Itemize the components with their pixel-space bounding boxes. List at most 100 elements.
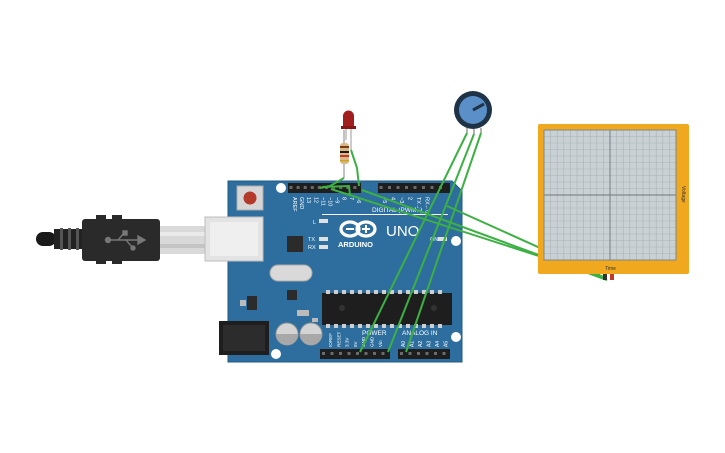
header-pin-hole[interactable] [408, 352, 412, 355]
power-pin-label: 3.3V [345, 337, 350, 347]
top-pin-label: 4 [390, 197, 396, 200]
header-pin-hole[interactable] [322, 352, 325, 355]
led-on-label: ON [430, 237, 438, 243]
header-pin-hole[interactable] [289, 186, 293, 189]
header-pin-hole[interactable] [353, 186, 357, 189]
top-pin-label: 8 [341, 197, 347, 200]
wire-pot-a0[interactable] [405, 132, 482, 353]
oscilloscope[interactable]: Voltage Time [538, 124, 689, 280]
capacitor [299, 322, 323, 346]
wire-pot-5v[interactable] [359, 132, 468, 353]
header-pin-hole[interactable] [373, 352, 376, 355]
header-pin-hole[interactable] [303, 186, 307, 189]
header-pin-hole[interactable] [381, 352, 385, 355]
header-pin-hole[interactable] [296, 186, 300, 189]
header-pin-hole[interactable] [356, 352, 359, 355]
led-dome [343, 110, 354, 128]
voltage-regulator [247, 296, 257, 310]
analog-pin-label: A5 [444, 341, 450, 347]
usb-cable-end [36, 232, 56, 246]
led-rx-label: RX [308, 245, 316, 251]
header-pin-hole[interactable] [317, 186, 321, 189]
led-l-label: L [313, 220, 316, 226]
led-on [438, 237, 447, 241]
uno-model: UNO [386, 223, 419, 240]
header-pin-hole[interactable] [388, 186, 391, 189]
mount-hole [451, 332, 461, 342]
top-pin-label: AREF [291, 197, 297, 212]
mount-hole [276, 183, 286, 193]
scope-y-label: Voltage [680, 186, 686, 203]
top-pin-label: 13 [305, 197, 311, 203]
header-pin-hole[interactable] [425, 352, 429, 355]
top-pin-label: 7 [348, 197, 354, 200]
red-led[interactable] [341, 110, 356, 150]
top-pin-label: 2 [407, 197, 413, 200]
header-pin-hole[interactable] [434, 352, 437, 355]
usb-chip [287, 236, 303, 252]
power-pin-label: GND [361, 336, 366, 347]
usb-cable[interactable] [36, 215, 206, 264]
power-pin-label: GND [370, 336, 375, 347]
header-pin-hole[interactable] [396, 186, 400, 189]
scope-probe-pos[interactable] [610, 274, 614, 280]
usb-symbol-icon [104, 230, 147, 251]
capacitor [275, 322, 299, 346]
led-resistor[interactable] [340, 130, 349, 178]
header-pin-hole[interactable] [364, 352, 368, 355]
potentiometer[interactable] [454, 91, 492, 134]
header-pin-hole[interactable] [379, 186, 383, 189]
top-pin-label: ~6 [355, 197, 361, 203]
top-pin-label: TX→1 [415, 197, 421, 213]
mount-hole [451, 236, 461, 246]
header-pin-hole[interactable] [442, 352, 446, 355]
top-pin-label: 12 [312, 197, 318, 203]
crystal-oscillator [269, 264, 313, 282]
header-pin-hole[interactable] [417, 352, 420, 355]
mount-hole [271, 349, 281, 359]
usb-metal-plug [160, 226, 206, 254]
analog-pin-label: A3 [427, 341, 433, 347]
analog-pin-label: A1 [410, 341, 416, 347]
reset-button-cap[interactable] [243, 191, 257, 205]
header-pin-hole[interactable] [405, 186, 408, 189]
analog-header[interactable] [398, 349, 450, 359]
top-pin-label: ~11 [319, 197, 325, 206]
top-pin-label: ~10 [327, 197, 333, 206]
header-pin-hole[interactable] [339, 352, 342, 355]
top-pin-label: GND [298, 197, 304, 209]
pot-indicator [472, 102, 485, 112]
arduino-brand: ARDUINO [338, 240, 373, 249]
wire-pot-gnd[interactable] [387, 133, 475, 353]
header-pin-hole[interactable] [346, 186, 350, 189]
power-label: POWER [362, 330, 387, 337]
header-pin-hole[interactable] [347, 352, 351, 355]
led-tx-label: TX [308, 237, 315, 243]
header-pin-hole[interactable] [422, 186, 425, 189]
wire-gnd-rail[interactable] [321, 184, 351, 197]
power-pin-label: Vin [378, 340, 383, 347]
led-rx [319, 245, 328, 249]
header-pin-hole[interactable] [310, 186, 314, 189]
analog-pin-label: A4 [435, 341, 441, 347]
scope-x-label: Time [605, 266, 616, 272]
top-pin-label: ~5 [381, 197, 387, 203]
power-pin-label: IOREF [328, 333, 333, 347]
header-pin-hole[interactable] [330, 352, 334, 355]
header-pin-hole[interactable] [400, 352, 403, 355]
header-pin-hole[interactable] [430, 186, 434, 189]
analog-pin-label: A0 [401, 341, 407, 347]
analog-in-label: ANALOG IN [402, 330, 438, 337]
top-pin-label: ~9 [334, 197, 340, 203]
header-pin-hole[interactable] [413, 186, 417, 189]
wire-led-anode[interactable] [350, 149, 360, 187]
top-pin-label: RX←0 [424, 197, 430, 213]
analog-pin-label: A2 [418, 341, 424, 347]
top-pin-label: ~3 [398, 197, 404, 203]
power-header[interactable] [320, 349, 390, 359]
header-pin-hole[interactable] [339, 186, 343, 189]
scope-probe-neg[interactable] [603, 274, 607, 280]
power-pin-label: 5V [353, 340, 358, 347]
